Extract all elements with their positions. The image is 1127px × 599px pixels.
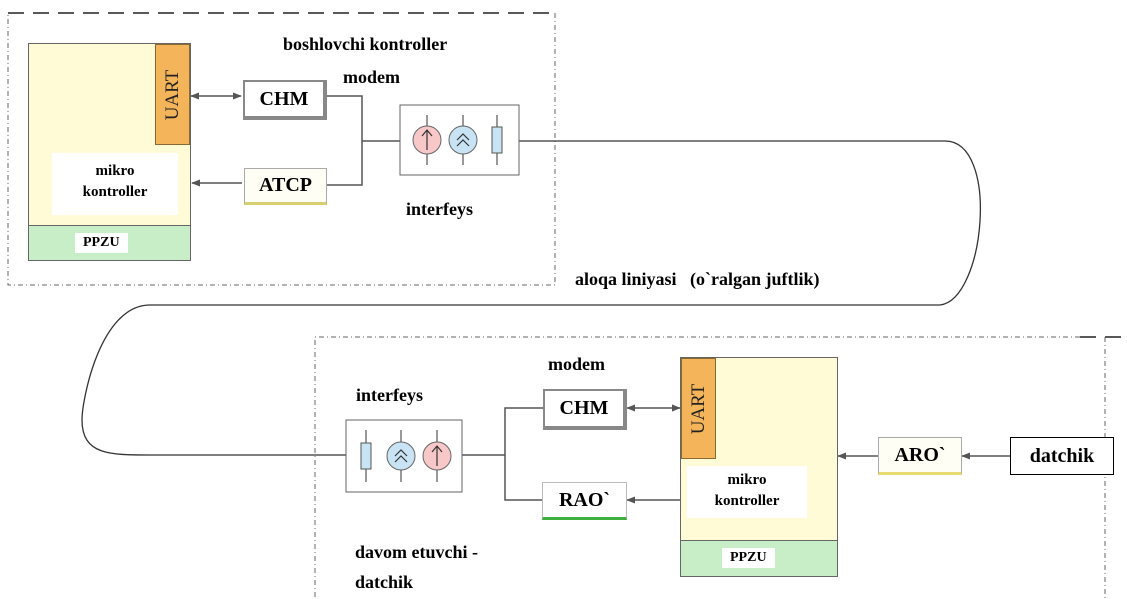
communication-line	[81, 140, 981, 456]
top-block-title: boshlovchi kontroller	[283, 34, 448, 54]
top-chm-modulator: CHM	[243, 80, 327, 120]
bottom-caption-line1: davom etuvchi -	[355, 542, 478, 562]
bottom-modem-label: modem	[548, 354, 605, 374]
top-modem-label: modem	[343, 67, 400, 87]
bottom-interface-label: interfeys	[356, 385, 423, 405]
top-chm-bus	[327, 95, 363, 186]
bottom-ppzu-memory: PPZU	[681, 540, 837, 576]
bottom-interface-block	[345, 419, 463, 493]
bottom-mcu-label: mikro kontroller	[687, 466, 807, 518]
top-mcu-label-line2: kontroller	[82, 184, 148, 200]
bottom-chm-modulator: CHM	[543, 389, 627, 430]
sensor-block: datchik	[1010, 437, 1114, 475]
bottom-caption-line2: datchik	[355, 572, 414, 592]
bottom-ppzu-label: PPZU	[722, 548, 775, 568]
resistor-icon	[491, 126, 503, 154]
top-interface-block	[399, 104, 520, 176]
resistor-icon	[360, 442, 372, 470]
bottom-uart-port: UART	[681, 358, 716, 459]
bottom-mcu-label-line2: kontroller	[714, 493, 780, 509]
top-atcp-block: ATCP	[244, 168, 327, 205]
top-block-frame	[7, 13, 556, 286]
bottom-uart-label: UART	[687, 383, 709, 434]
top-mcu-label-line1: mikro	[95, 163, 135, 179]
bottom-block-frame	[314, 336, 1080, 599]
bottom-mcu-label-line1: mikro	[727, 472, 767, 488]
aro-block: ARO`	[878, 437, 962, 475]
top-mcu-label: mikro kontroller	[52, 153, 178, 215]
communication-line-label: aloqa liniyasi (o`ralgan juftlik)	[575, 269, 820, 289]
top-uart-label: UART	[161, 69, 183, 120]
top-uart-port: UART	[155, 44, 190, 145]
top-interface-label: interfeys	[406, 199, 473, 219]
top-ppzu-label: PPZU	[75, 233, 128, 253]
bottom-rao-block: RAO`	[542, 482, 627, 520]
bottom-modem-bus	[504, 407, 543, 501]
top-ppzu-memory: PPZU	[29, 225, 190, 260]
